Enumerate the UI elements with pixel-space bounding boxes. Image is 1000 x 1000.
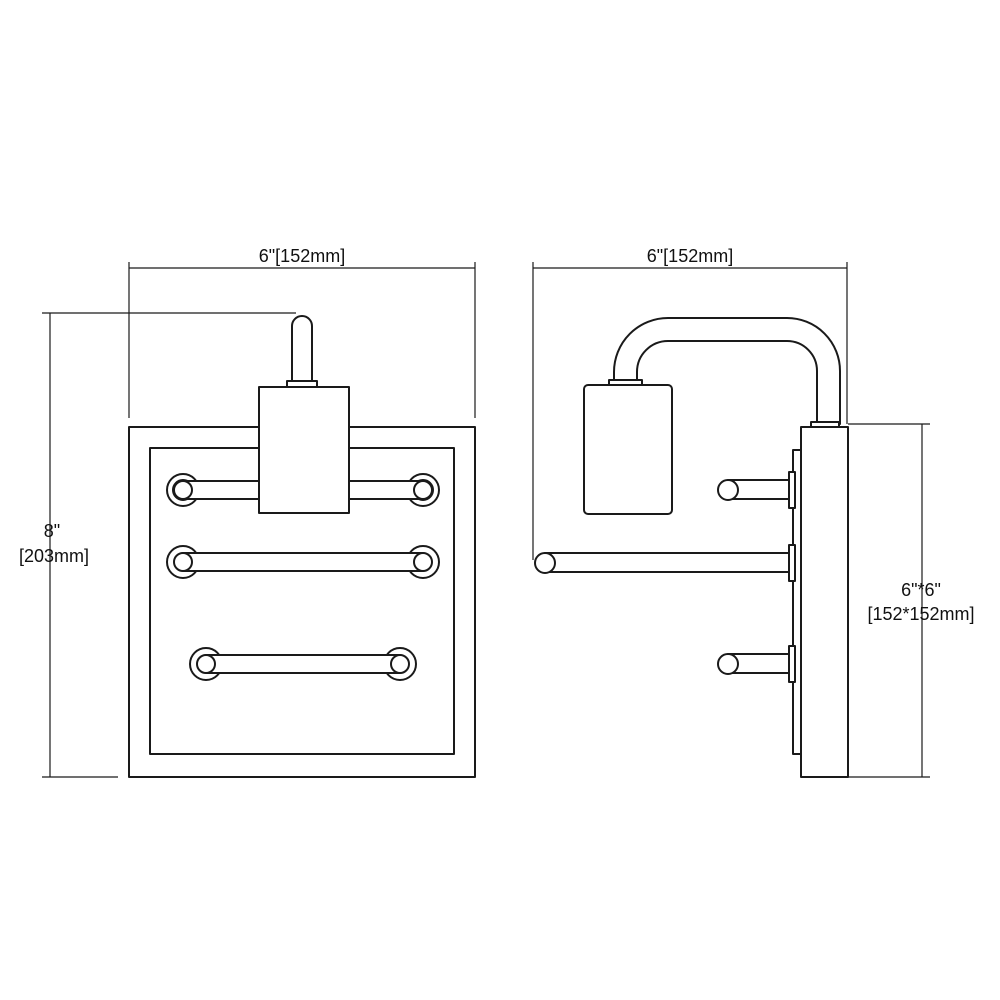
front-shade [258, 386, 350, 514]
side-depth-dimension: 6"[152mm] [532, 246, 848, 560]
side-inner-panel-edge [792, 449, 802, 755]
side-depth-label: 6"[152mm] [647, 246, 733, 266]
front-width-dimension: 6"[152mm] [128, 246, 476, 418]
side-shade [583, 384, 673, 515]
front-middle-bar [166, 545, 440, 579]
side-bottom-rod [717, 645, 796, 683]
side-backplate-dimension: 6"*6" [152*152mm] [848, 423, 975, 778]
side-view: 6"[152mm] 6"*6" [152*152mm] [532, 246, 975, 778]
front-height-dimension: 8" [203mm] [19, 312, 296, 778]
front-arm-stem [291, 315, 313, 382]
front-view: 6"[152mm] 8" [203mm] [19, 246, 476, 778]
front-width-label: 6"[152mm] [259, 246, 345, 266]
front-height-label-inch: 8" [44, 521, 60, 541]
front-bottom-bar [189, 647, 417, 681]
side-curved-arm [613, 317, 841, 425]
side-top-rod [717, 471, 796, 509]
side-backplate-label-mm: [152*152mm] [867, 604, 974, 624]
side-backplate-label-inch: 6"*6" [901, 580, 941, 600]
side-middle-rod [534, 544, 796, 582]
side-backplate [800, 426, 849, 778]
front-height-label-mm: [203mm] [19, 546, 89, 566]
